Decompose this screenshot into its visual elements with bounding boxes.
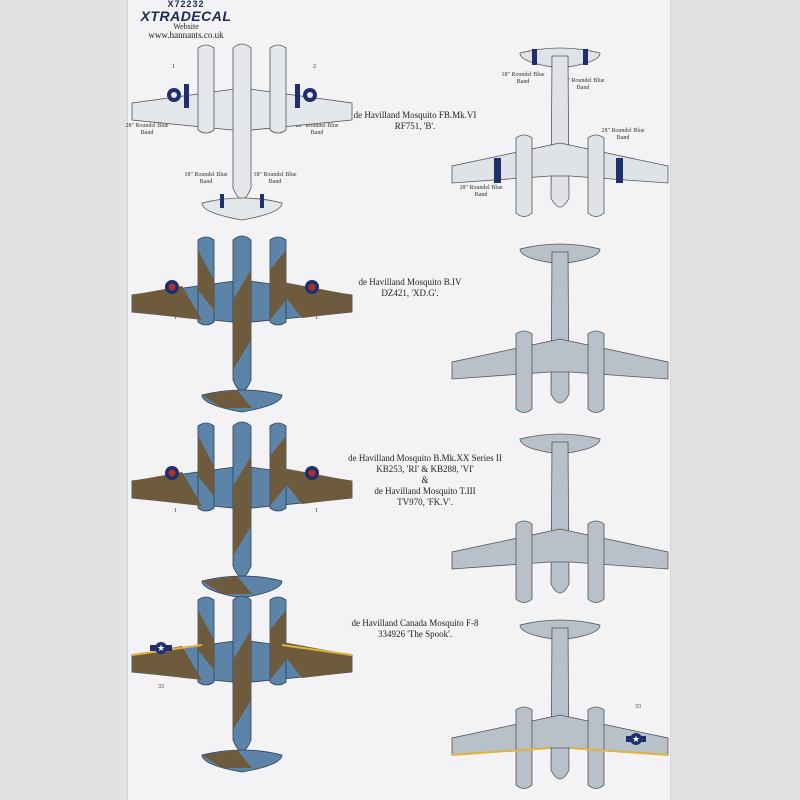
stencil-number: 1: [172, 64, 175, 70]
caption-serial: KB253, 'RI' & KB288, 'VI': [376, 464, 474, 474]
note-18-left: 18" Roundel Blue Band: [184, 172, 228, 185]
stencil-number: 1: [174, 508, 177, 514]
caption-title: de Havilland Canada Mosquito F-8: [351, 618, 479, 628]
aircraft-underside-b-iv: [451, 243, 669, 413]
aircraft-top-view-b-iv: [131, 235, 353, 413]
note-18-top-left: 18" Roundel Blue Band: [501, 72, 545, 85]
website-label: Website: [173, 22, 199, 31]
caption-b-iv: de Havilland Mosquito B.IV DZ421, 'XD.G'…: [355, 277, 465, 299]
stencil-number: 2: [313, 64, 316, 70]
caption-title: de Havilland Mosquito B.Mk.XX Series II: [348, 453, 502, 463]
caption-ampersand: &: [421, 475, 429, 485]
svg-text:★: ★: [632, 734, 640, 744]
caption-serial: RF751, 'B'.: [394, 121, 436, 131]
svg-text:★: ★: [157, 643, 165, 653]
note-28-right: 28" Roundel Blue Band: [295, 123, 339, 136]
aircraft-underside-b-xx: [451, 433, 669, 603]
note-28-underside-left: 28" Roundel Blue Band: [459, 185, 503, 198]
stencil-number: 33: [158, 684, 164, 690]
product-code: X72232: [167, 0, 205, 9]
caption-b-mk-xx: de Havilland Mosquito B.Mk.XX Series II …: [340, 453, 510, 508]
caption-title-2: de Havilland Mosquito T.III: [374, 486, 476, 496]
caption-fb-mk-vi: de Havilland Mosquito FB.Mk.VI RF751, 'B…: [350, 110, 480, 132]
note-18-top-right: 18" Roundel Blue Band: [561, 78, 605, 91]
aircraft-underside-fb-vi: [451, 47, 669, 217]
caption-serial: 334926 'The Spook'.: [378, 629, 452, 639]
note-18-right: 18" Roundel Blue Band: [253, 172, 297, 185]
xtradecal-logo: XTRADECAL: [140, 8, 232, 24]
note-28-left: 28" Roundel Blue Band: [125, 123, 169, 136]
caption-title: de Havilland Mosquito B.IV: [358, 277, 462, 287]
aircraft-top-view-f-8: ★: [131, 595, 353, 773]
blue-band-left: [184, 84, 189, 108]
aircraft-top-view-b-xx: [131, 421, 353, 599]
caption-serial: DZ421, 'XD.G'.: [381, 288, 439, 298]
stencil-number: 33: [635, 704, 641, 710]
stencil-number: 1: [315, 315, 318, 321]
note-28-underside-right: 28" Roundel Blue Band: [601, 128, 645, 141]
website-url[interactable]: www.hannants.co.uk: [148, 30, 224, 40]
caption-serial-2: TV970, 'FK.V'.: [397, 497, 453, 507]
caption-title: de Havilland Mosquito FB.Mk.VI: [353, 110, 477, 120]
caption-f-8: de Havilland Canada Mosquito F-8 334926 …: [345, 618, 485, 640]
stencil-number: 1: [315, 508, 318, 514]
brand-block: X72232 XTRADECAL Website www.hannants.co…: [131, 0, 241, 40]
blue-band-right: [295, 84, 300, 108]
aircraft-underside-f-8: ★: [451, 619, 669, 789]
stencil-number: 1: [174, 315, 177, 321]
aircraft-top-view-fb-vi: [131, 43, 353, 221]
